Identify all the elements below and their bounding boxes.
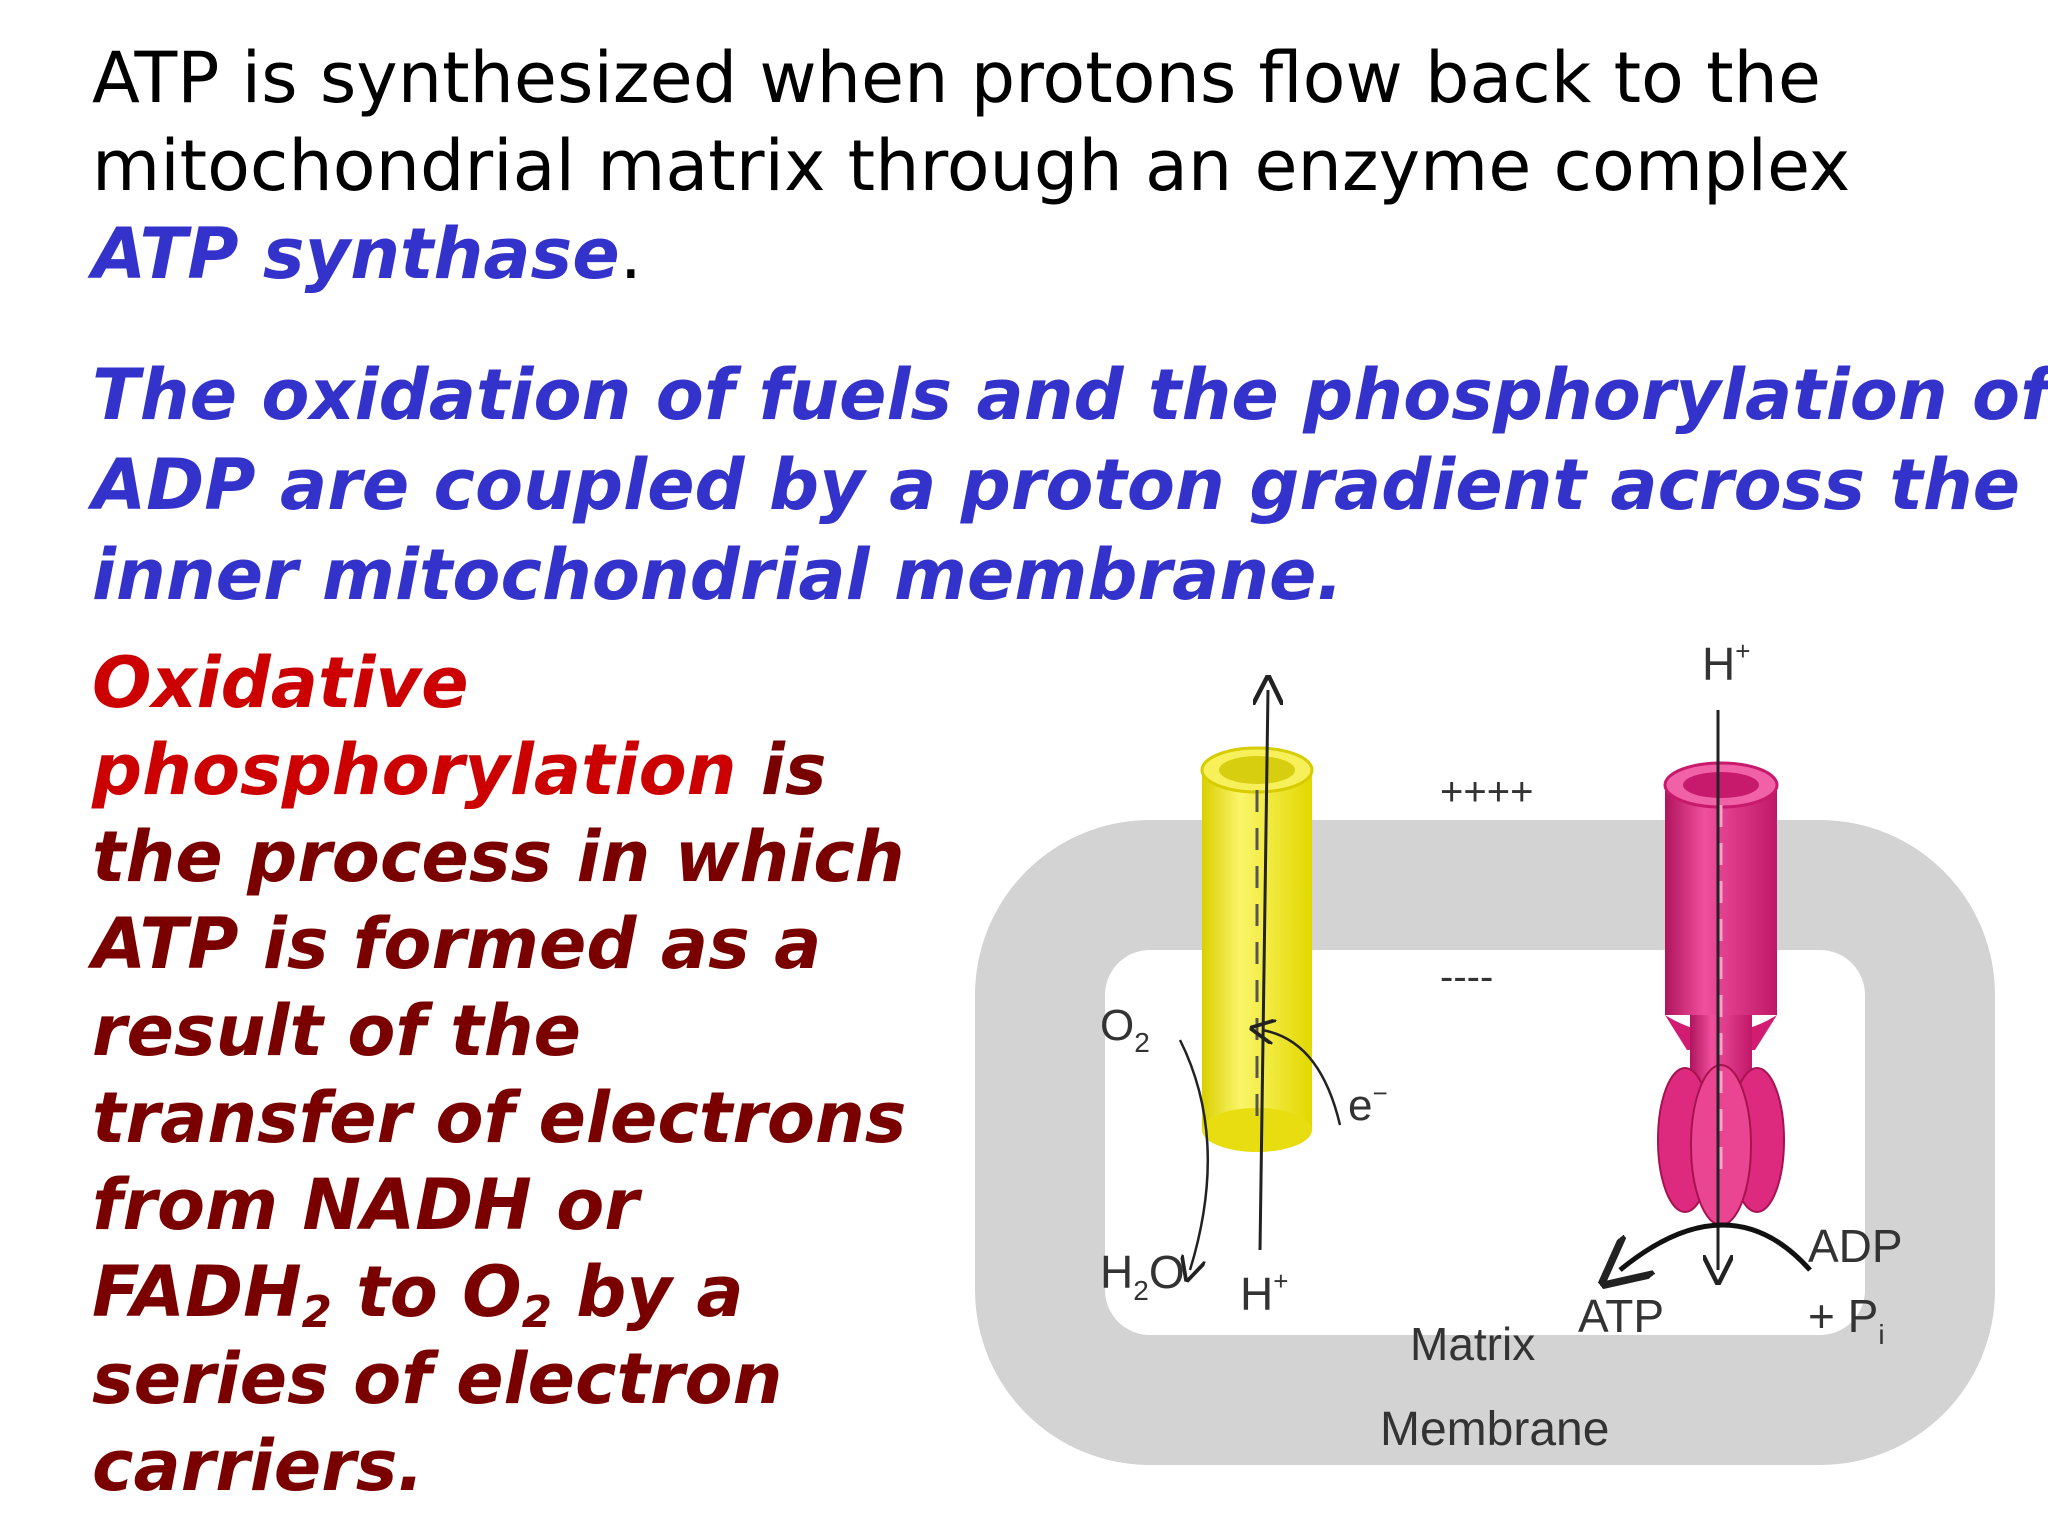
- definition-line-4: ATP is formed as a: [92, 903, 822, 985]
- fadh-text: FADH: [92, 1251, 302, 1333]
- atp-label: ATP: [1578, 1290, 1664, 1342]
- term-oxidative: Oxidative: [92, 642, 469, 724]
- by-a-text: by a: [551, 1251, 744, 1333]
- definition-line-8: FADH2 to O2 by a: [92, 1249, 972, 1336]
- definition-line-2: phosphorylation is: [92, 727, 972, 814]
- definition-paragraph: Oxidative phosphorylation is the process…: [92, 640, 972, 1510]
- coupling-line-3: inner mitochondrial membrane.: [92, 534, 1344, 616]
- intro-period: .: [619, 213, 642, 295]
- adp-label: ADP: [1808, 1220, 1903, 1272]
- to-o-text: to O: [331, 1251, 522, 1333]
- electron-label: e−: [1348, 1078, 1388, 1130]
- coupling-paragraph: The oxidation of fuels and the phosphory…: [92, 350, 2048, 620]
- top-proton-label: H+: [1702, 636, 1750, 690]
- o2-subscript: 2: [521, 1287, 552, 1338]
- definition-line-7: from NADH or: [92, 1164, 639, 1246]
- intro-line-1: ATP is synthesized when protons flow bac…: [92, 37, 1821, 119]
- phosphate-label: + Pi: [1808, 1290, 1885, 1350]
- definition-line-3: the process in which: [92, 816, 905, 898]
- electron-transport-complex: [1200, 746, 1314, 1152]
- phosphorylation-arrow: [1620, 1222, 1812, 1270]
- proton-pump-arrow: [1260, 690, 1268, 1251]
- membrane-label: Membrane: [1380, 1403, 1609, 1456]
- atp-synthase-complex: [1657, 761, 1785, 1226]
- negative-charge-label: ----: [1440, 955, 1493, 999]
- electron-arrow: [1262, 1030, 1342, 1126]
- oxygen-reduction-arrow: [1178, 1039, 1210, 1270]
- definition-line-9: series of electron: [92, 1338, 783, 1420]
- definition-line-5: result of the: [92, 990, 582, 1072]
- intro-paragraph: ATP is synthesized when protons flow bac…: [92, 34, 1992, 298]
- membrane-ring: [975, 820, 1995, 1465]
- oxygen-label: O2: [1100, 1001, 1150, 1058]
- atp-synthesis-diagram: H+ ++++ ---- O2 e− H2O H+ Matrix ATP ADP…: [975, 636, 1995, 1465]
- coupling-line-2: ADP are coupled by a proton gradient acr…: [92, 444, 2021, 526]
- matrix-proton-label: H+: [1240, 1266, 1288, 1320]
- definition-is: is: [736, 729, 827, 811]
- water-label: H2O: [1100, 1246, 1185, 1306]
- fadh-subscript: 2: [301, 1287, 332, 1338]
- term-phosphorylation: phosphorylation: [92, 729, 737, 811]
- intro-line-2: mitochondrial matrix through an enzyme c…: [92, 125, 1851, 207]
- atp-synthase-term: ATP synthase: [92, 213, 620, 295]
- intro-line-3: ATP synthase.: [92, 210, 1992, 298]
- definition-line-6: transfer of electrons: [92, 1077, 907, 1159]
- positive-charge-label: ++++: [1440, 770, 1533, 814]
- definition-line-10: carriers.: [92, 1425, 425, 1507]
- matrix-label: Matrix: [1410, 1318, 1535, 1370]
- coupling-line-1: The oxidation of fuels and the phosphory…: [92, 354, 2048, 436]
